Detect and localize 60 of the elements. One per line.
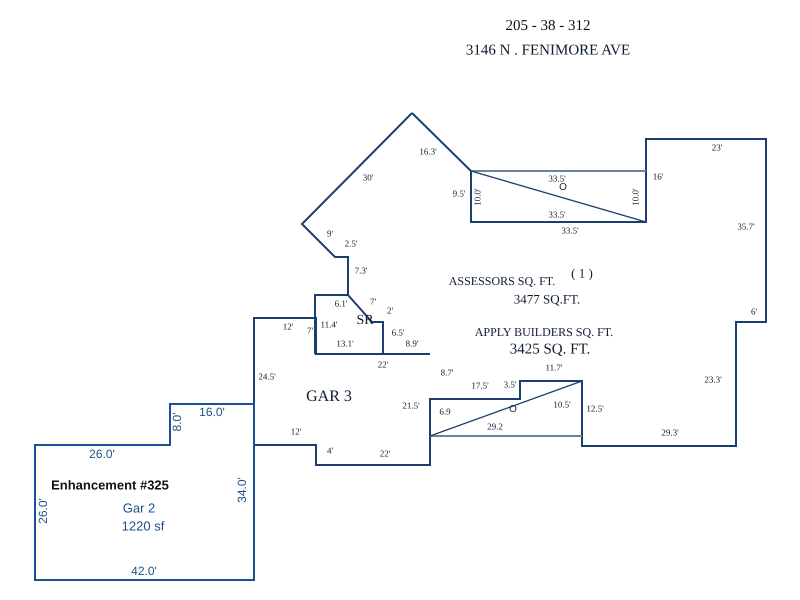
dimension-label: 26.0' (89, 448, 115, 460)
dimension-label: 2' (386, 306, 394, 316)
dimension-label: 13.1' (336, 340, 354, 348)
dimension-label: 6.5' (392, 328, 404, 338)
dimension-label: 12' (282, 322, 294, 332)
dimension-label: 33.5' (561, 226, 579, 236)
dimension-label: 10.0' (474, 188, 482, 206)
dimension-label: 23.3' (704, 376, 722, 384)
dimension-label: 34.0' (236, 477, 248, 503)
dimension-label: 22' (378, 360, 388, 370)
dimension-label: 7.3' (354, 266, 368, 276)
dimension-label: 29.3' (661, 428, 679, 438)
dimension-label: 17.5' (471, 382, 489, 390)
enhancement-title: Enhancement #325 (51, 478, 169, 492)
dimension-label: 35.7' (737, 222, 755, 232)
area-caption: ASSESSORS SQ. FT. (448, 275, 556, 287)
patio-mark: O (559, 183, 567, 193)
dimension-label: 2.5' (344, 240, 358, 248)
dimension-label: 10.5' (553, 400, 571, 410)
dimension-label: 7' (306, 326, 314, 336)
address-text: 3146 N . FENIMORE AVE (466, 44, 630, 58)
dimension-label: 24.5' (258, 372, 276, 382)
area-value: 3477 SQ.FT. (514, 292, 580, 306)
area-value: 3425 SQ. FT. (510, 342, 590, 358)
dimension-label: 12' (290, 428, 302, 436)
dimension-label: 6.1' (334, 300, 348, 308)
parcel-number-heading: 205 - 38 - 312 (504, 18, 592, 35)
dimension-label: 4' (326, 446, 334, 456)
dimension-label: 8.0' (171, 412, 183, 432)
dimension-label: 22' (380, 450, 390, 458)
dimension-label: 8.9' (406, 340, 418, 348)
dimension-label: 8.7' (440, 368, 454, 378)
dimension-label: 6.9 (439, 408, 451, 416)
dimension-label: 42.0' (131, 565, 157, 577)
dimension-label: 7' (370, 298, 376, 306)
area-caption: APPLY BUILDERS SQ. FT. (474, 326, 614, 338)
dimension-label: 3.5' (504, 380, 516, 390)
dimension-label: 12.5' (586, 404, 604, 414)
area-value: 1220 sf (122, 520, 164, 532)
dimension-label: 9.5' (452, 190, 466, 198)
room-label: Gar 2 (122, 502, 156, 514)
dimension-label: 16' (652, 172, 664, 182)
dimension-label: 33.5' (548, 210, 566, 220)
dimension-label: 11.4' (320, 320, 338, 330)
dimension-label: 16.3' (419, 148, 437, 156)
dimension-label: 10.0' (632, 188, 640, 206)
dimension-label: 29.2 (487, 422, 503, 432)
dimension-label: 23' (712, 144, 722, 152)
dimension-label: 6' (750, 308, 758, 316)
patio-mark: O (509, 405, 517, 415)
dimension-label: 16.0' (199, 406, 225, 418)
room-label: SR (356, 314, 374, 328)
room-label: GAR 3 (306, 389, 352, 405)
dimension-label: 26.0' (37, 498, 49, 524)
dimension-label: 33.5' (548, 174, 566, 184)
dimension-label: 21.5' (402, 402, 420, 410)
footnote-mark: ( 1 ) (571, 266, 593, 280)
dimension-label: 11.7' (545, 364, 563, 372)
dimension-label: 30' (362, 174, 374, 182)
dimension-label: 9' (326, 230, 334, 238)
